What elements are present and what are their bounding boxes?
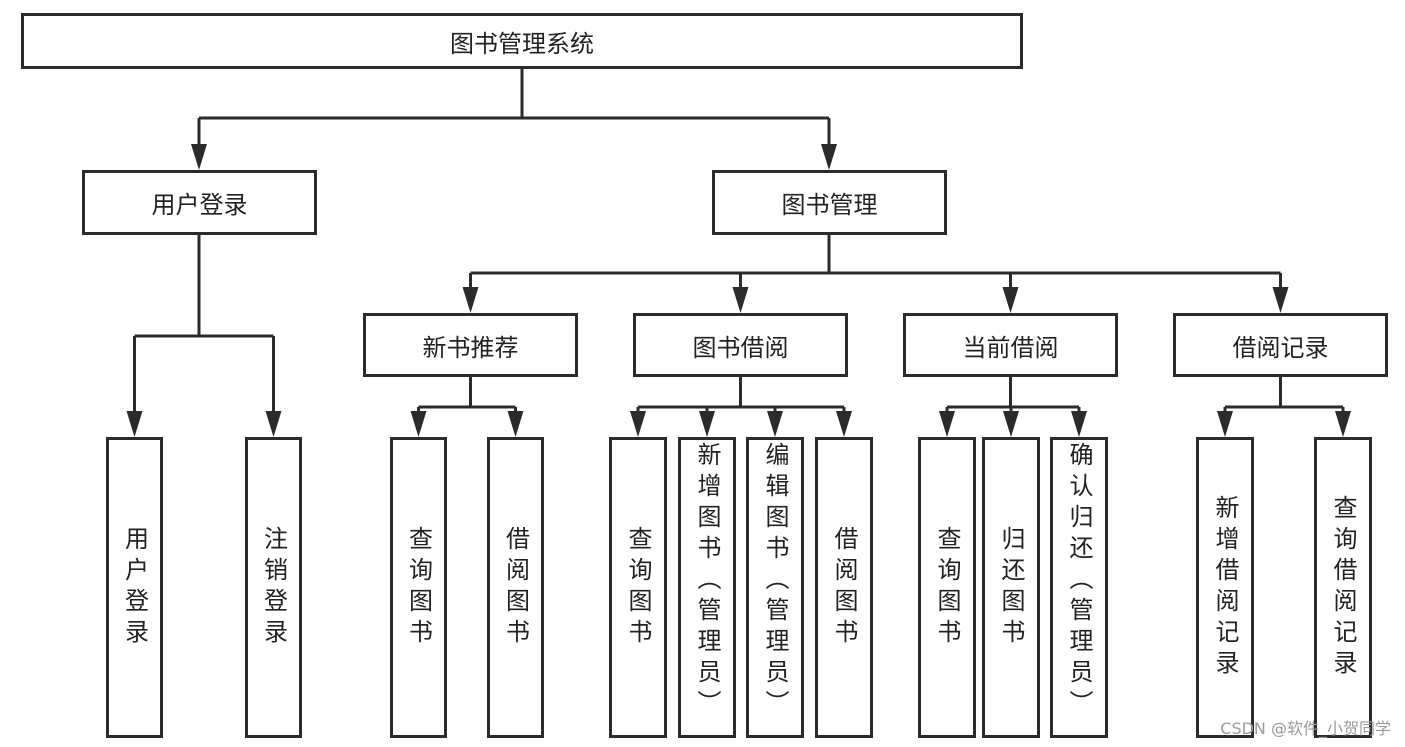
arrowhead-icon: [191, 144, 207, 170]
leaf-node-label: 借阅图书: [830, 525, 858, 650]
leaf-node: 借阅图书: [815, 437, 873, 738]
level2-node: 图书借阅: [633, 313, 848, 377]
arrowhead-icon: [821, 144, 837, 170]
arrowhead-icon: [1217, 411, 1233, 437]
arrowhead-icon: [1002, 287, 1019, 313]
root-label: 图书管理系统: [450, 29, 594, 58]
leaf-node-label: 借阅图书: [501, 525, 530, 650]
arrowhead-icon: [126, 411, 143, 437]
level2-node-label: 当前借阅: [962, 333, 1059, 362]
arrowhead-icon: [1003, 411, 1019, 437]
leaf-node-label: 查询图书: [933, 525, 961, 650]
arrowhead-icon: [1071, 411, 1087, 437]
leaf-node: 编辑图书（管理员）: [746, 437, 804, 738]
arrowhead-icon: [836, 411, 852, 437]
leaf-node-label: 新增图书（管理员）: [693, 442, 721, 721]
leaf-node: 确认归还（管理员）: [1050, 437, 1108, 738]
arrowhead-icon: [630, 411, 646, 437]
leaf-node: 归还图书: [982, 437, 1040, 738]
level2-node: 新书推荐: [363, 313, 578, 377]
arrowhead-icon: [410, 411, 427, 437]
leaf-node: 查询借阅记录: [1314, 437, 1372, 738]
leaf-node-label: 注销登录: [259, 525, 288, 650]
level2-node: 当前借阅: [903, 313, 1118, 377]
leaf-node: 查询图书: [609, 437, 667, 738]
watermark: CSDN @软件_小贺同学: [1220, 719, 1391, 738]
arrowhead-icon: [767, 411, 783, 437]
arrowhead-icon: [265, 411, 282, 437]
level2-node-label: 图书借阅: [692, 333, 789, 362]
level1-node-book-management-label: 图书管理: [781, 191, 878, 219]
leaf-node-label: 归还图书: [997, 525, 1025, 650]
level2-node-label: 借阅记录: [1232, 333, 1329, 362]
leaf-node-label: 确认归还（管理员）: [1065, 442, 1093, 721]
level1-node-book-management: 图书管理: [712, 170, 947, 235]
leaf-node-label: 查询图书: [404, 525, 433, 650]
arrowhead-icon: [939, 411, 955, 437]
leaf-node: 新增图书（管理员）: [678, 437, 736, 738]
leaf-node-label: 编辑图书（管理员）: [761, 442, 789, 721]
leaf-node: 借阅图书: [487, 437, 544, 738]
arrowhead-icon: [699, 411, 715, 437]
arrowhead-icon: [507, 411, 524, 437]
leaf-node-label: 查询借阅记录: [1329, 494, 1357, 681]
leaf-node: 注销登录: [245, 437, 302, 738]
level1-node-user-login-label: 用户登录: [151, 191, 248, 219]
level1-node-user-login: 用户登录: [82, 170, 317, 235]
leaf-node-label: 新增借阅记录: [1211, 494, 1239, 681]
leaf-node: 查询图书: [918, 437, 976, 738]
arrowhead-icon: [1272, 287, 1289, 313]
level2-node: 借阅记录: [1173, 313, 1388, 377]
leaf-node: 查询图书: [390, 437, 447, 738]
leaf-node-label: 查询图书: [624, 525, 652, 650]
arrowhead-icon: [1335, 411, 1351, 437]
leaf-node-label: 用户登录: [120, 525, 149, 650]
arrowhead-icon: [462, 287, 479, 313]
arrowhead-icon: [732, 287, 749, 313]
leaf-node: 用户登录: [106, 437, 163, 738]
level2-node-label: 新书推荐: [422, 333, 519, 362]
root-node: 图书管理系统: [21, 13, 1023, 69]
leaf-node: 新增借阅记录: [1196, 437, 1254, 738]
